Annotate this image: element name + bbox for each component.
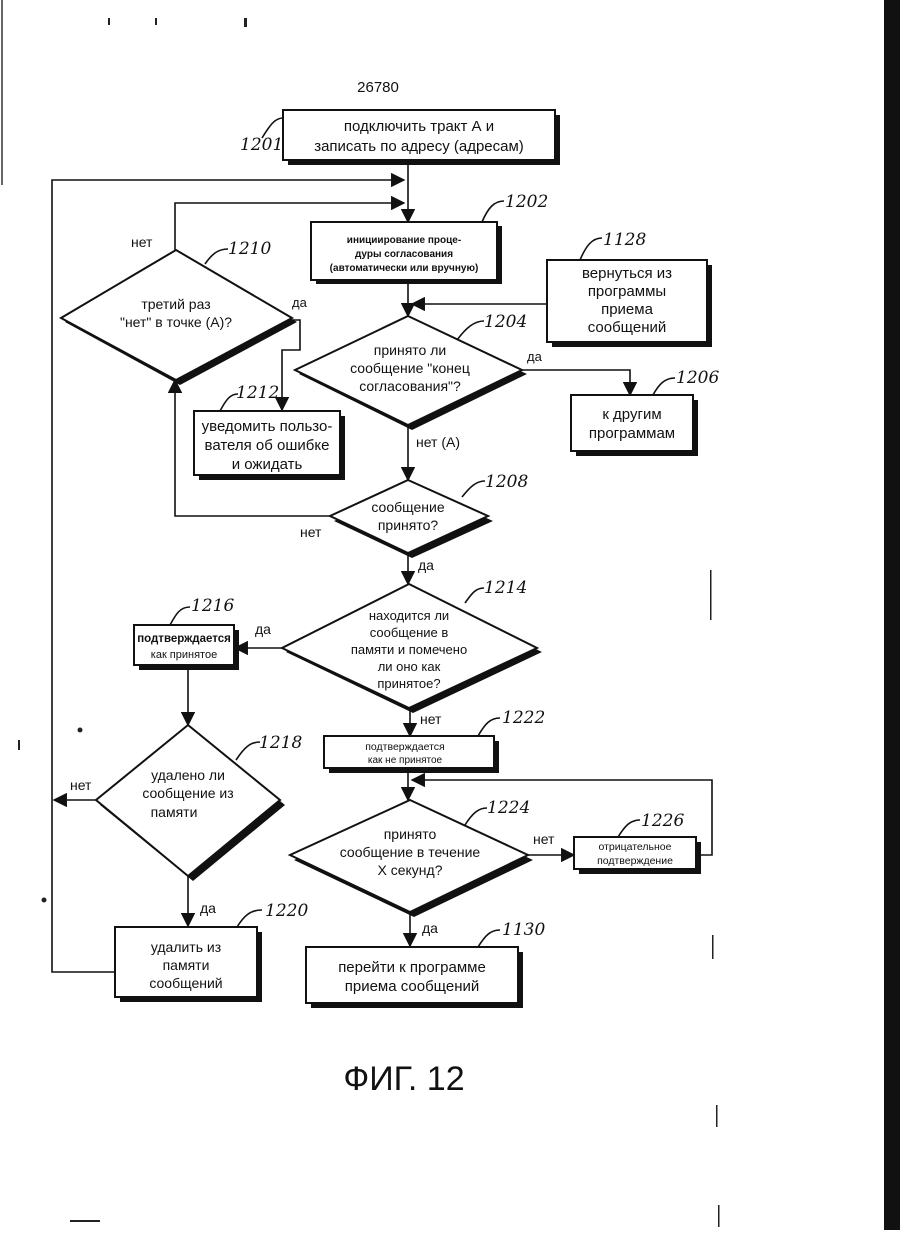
ref-label: 1224 [487, 798, 530, 818]
node-text: находится ли [369, 608, 449, 623]
node-text: согласования"? [359, 378, 461, 394]
edge-label-1208-yes: да [418, 557, 434, 573]
node-text: к другим [602, 406, 661, 423]
node-text: сообщение из [142, 785, 233, 801]
node-text: сообщение в [370, 625, 449, 640]
edge-label-1204-no: нет (А) [416, 434, 460, 450]
edge-label-1214-yes: да [255, 621, 271, 637]
ref-label: 1218 [259, 733, 302, 753]
ref-label: 1130 [502, 920, 545, 940]
edge-label-1224-no: нет [533, 831, 555, 847]
node-text: сообщений [149, 975, 222, 991]
node-text: дуры согласования [355, 249, 453, 260]
decision-diamond-1210: третий раз "нет" в точке (А)? 1210 [61, 239, 297, 385]
process-box-1220: удалить из памяти сообщений 1220 [115, 901, 308, 1002]
node-text: подключить тракт А и [344, 118, 494, 135]
page-number: 26780 [357, 79, 399, 96]
node-text: сообщение [371, 499, 444, 515]
node-text: принято ли [374, 342, 446, 358]
node-text: памяти [151, 804, 198, 820]
ref-label: 1216 [191, 596, 234, 616]
node-text: принято? [378, 517, 439, 533]
process-box-1226: отрицательное подтверждение 1226 [574, 811, 701, 874]
ref-label: 1226 [641, 811, 684, 831]
ref-label: 1128 [603, 230, 646, 250]
ref-label: 1222 [502, 708, 545, 728]
node-text: "нет" в точке (А)? [120, 314, 232, 330]
node-text: как принятое [151, 649, 217, 661]
ref-label: 1202 [505, 192, 548, 212]
ref-label: 1208 [485, 472, 528, 492]
node-text: уведомить пользо- [202, 418, 333, 435]
node-text: записать по адресу (адресам) [314, 138, 524, 155]
ref-label: 1201 [240, 135, 283, 155]
edge-label-1210-yes: да [292, 295, 308, 310]
ref-label: 1210 [228, 239, 271, 259]
node-text: и ожидать [232, 456, 303, 473]
decision-diamond-1208: сообщение принято? 1208 [330, 472, 528, 558]
edge-label-1210-no: нет [131, 234, 153, 250]
node-text: удалить из [151, 939, 221, 955]
ref-label: 1212 [236, 383, 279, 403]
edge-label-1208-no: нет [300, 524, 322, 540]
node-text: сообщение "конец [350, 360, 470, 376]
node-text: перейти к программе [338, 959, 486, 976]
node-text: подтверждение [597, 855, 673, 867]
node-text: подтверждается [137, 633, 231, 645]
node-text: сообщение в течение [340, 844, 481, 860]
ref-label: 1204 [484, 312, 527, 332]
process-box-1216: подтверждается как принятое 1216 [134, 596, 239, 670]
node-text: отрицательное [598, 841, 671, 853]
process-box-1206: к другим программам 1206 [571, 368, 719, 456]
node-text: сообщений [588, 319, 667, 336]
decision-diamond-1218: удалено ли сообщение из памяти 1218 [96, 725, 302, 881]
node-text: (автоматически или вручную) [330, 263, 479, 274]
edge-label-1218-no: нет [70, 777, 92, 793]
node-text: программы [588, 283, 666, 300]
decision-diamond-1224: принято сообщение в течение X секунд? 12… [290, 798, 533, 917]
node-text: принято [384, 826, 437, 842]
node-text: приема сообщений [345, 978, 480, 995]
ref-label: 1206 [676, 368, 719, 388]
process-box-1201: подключить тракт А и записать по адресу … [240, 110, 560, 165]
ref-label: 1220 [265, 901, 308, 921]
node-text: как не принятое [368, 755, 443, 766]
node-text: ли оно как [378, 659, 441, 674]
node-text: памяти и помечено [351, 642, 467, 657]
node-text: приема [601, 301, 653, 318]
node-text: подтверждается [365, 741, 444, 753]
node-text: вернуться из [582, 265, 672, 282]
right-margin-bar [884, 0, 900, 1230]
edge-label-1218-yes: да [200, 900, 216, 916]
edge-label-1204-yes: да [527, 349, 543, 364]
process-box-1212: уведомить пользо- вателя об ошибке и ожи… [194, 383, 345, 480]
process-box-1202: инициирование проце- дуры согласования (… [311, 192, 548, 284]
node-text: третий раз [141, 296, 210, 312]
ref-label: 1214 [484, 578, 527, 598]
figure-caption: ФИГ. 12 [343, 1060, 464, 1098]
node-text: принятое? [377, 676, 440, 691]
node-text: X секунд? [378, 862, 443, 878]
decision-diamond-1214: находится ли сообщение в памяти и помече… [282, 578, 542, 713]
node-text: программам [589, 425, 675, 442]
node-text: удалено ли [151, 767, 225, 783]
edge-label-1224-yes: да [422, 920, 438, 936]
node-text: вателя об ошибке [205, 437, 330, 454]
node-text: инициирование проце- [347, 235, 461, 246]
node-text: памяти [163, 957, 210, 973]
process-box-1128: вернуться из программы приема сообщений … [547, 230, 712, 347]
edge-label-1214-no: нет [420, 711, 442, 727]
